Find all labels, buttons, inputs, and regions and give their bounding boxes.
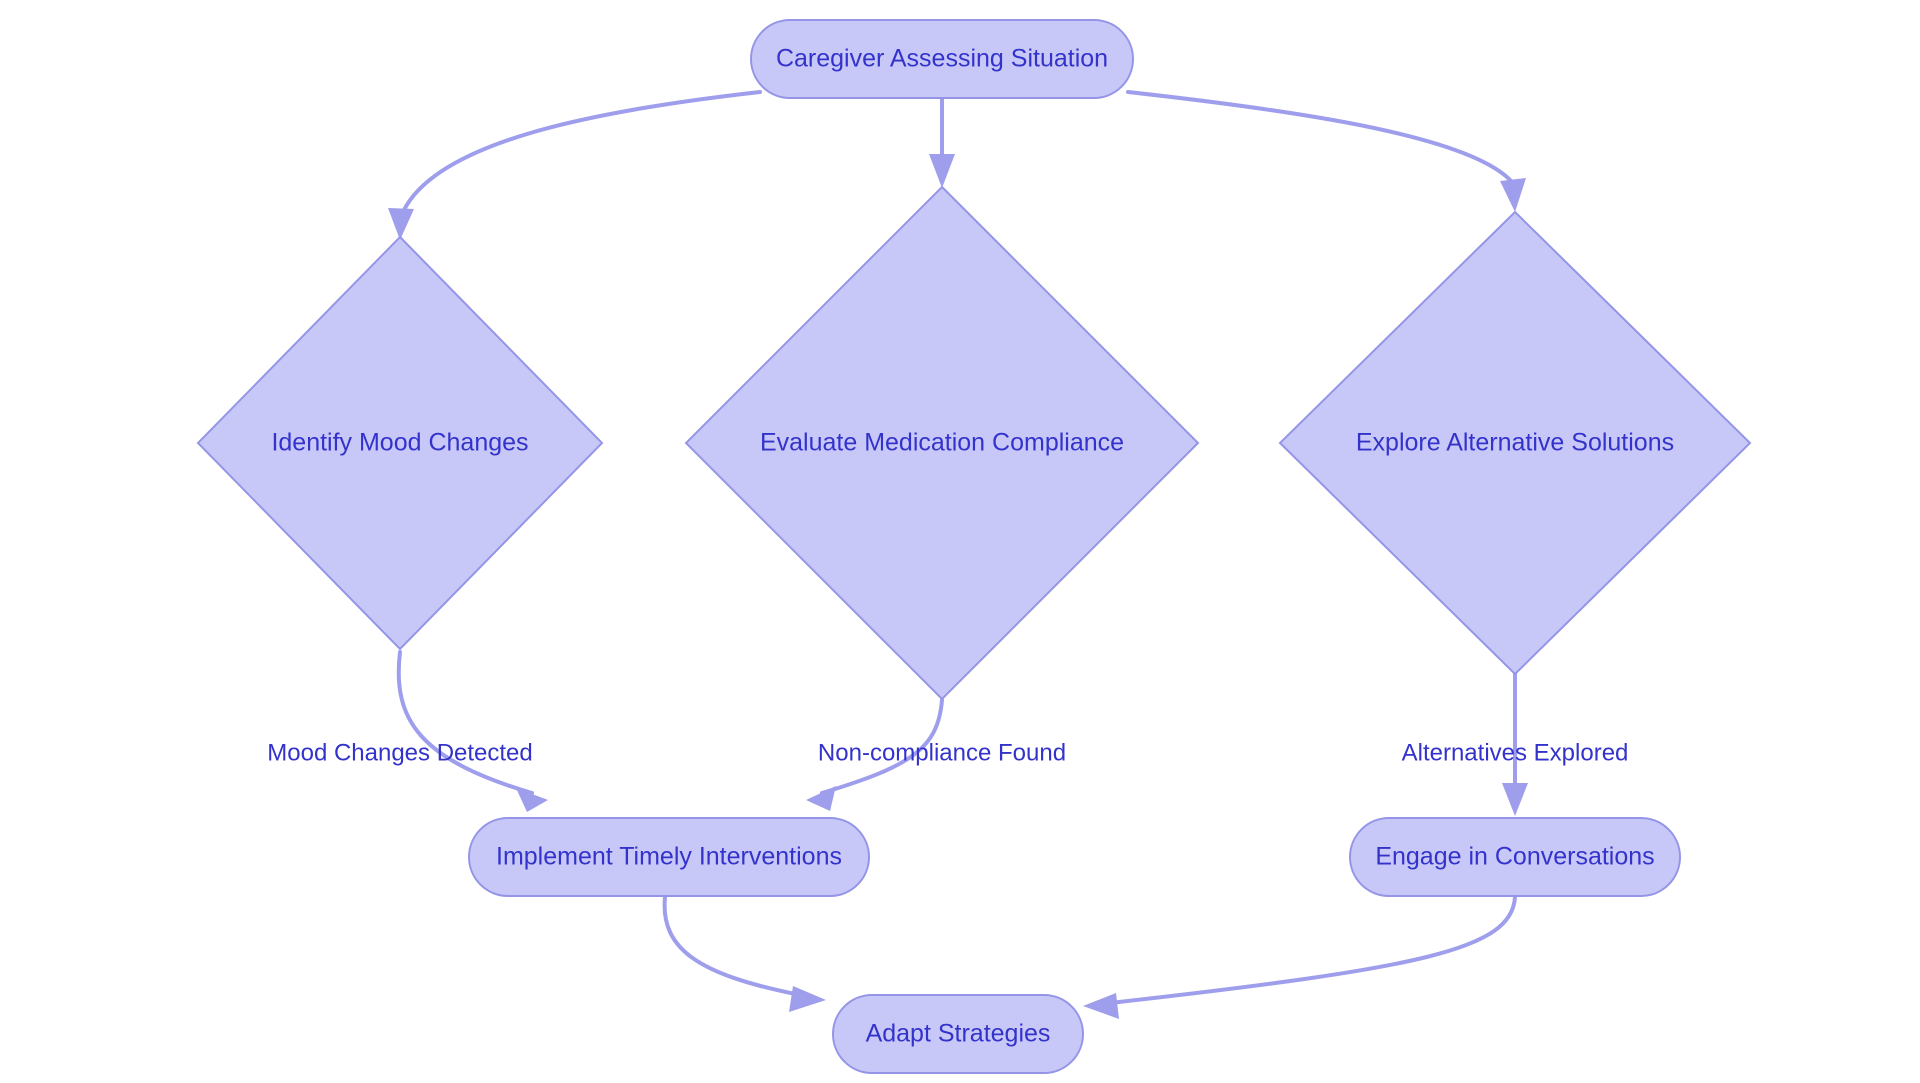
node-shape-diamond[interactable] xyxy=(684,185,1200,701)
edge-evaluate-to-implement xyxy=(806,698,944,811)
edge-caregiver-to-explore xyxy=(1126,90,1526,212)
arrowhead-icon xyxy=(516,788,548,812)
edge-implement-to-adapt xyxy=(662,895,826,1012)
node-engage-in-conversations[interactable]: Engage in Conversations xyxy=(1349,817,1681,897)
edge-path-engage-to-adapt xyxy=(1108,895,1517,1005)
node-shape-diamond[interactable] xyxy=(196,235,604,651)
edge-layer xyxy=(388,90,1528,1019)
node-shape-diamond[interactable] xyxy=(1278,210,1752,676)
node-shape-stadium[interactable] xyxy=(468,817,870,897)
arrowhead-icon xyxy=(1083,993,1119,1019)
arrowhead-icon xyxy=(1500,178,1526,212)
edge-engage-to-adapt xyxy=(1083,895,1517,1019)
arrowhead-icon xyxy=(806,786,836,811)
node-caregiver-assessing-situation[interactable]: Caregiver Assessing Situation xyxy=(750,19,1134,99)
node-shape-stadium[interactable] xyxy=(750,19,1134,99)
node-label-evaluate-medication-compliance: Evaluate Medication Compliance xyxy=(760,429,1124,457)
edge-label-mood-changes-detected: Mood Changes Detected xyxy=(267,739,533,766)
arrowhead-icon xyxy=(1502,783,1528,816)
arrowhead-icon xyxy=(789,986,826,1012)
edge-path-evaluate-to-implement xyxy=(820,698,944,795)
node-evaluate-medication-compliance[interactable]: Evaluate Medication Compliance xyxy=(684,185,1200,701)
edge-caregiver-to-identify xyxy=(388,90,762,240)
node-label-explore-alternative-solutions: Explore Alternative Solutions xyxy=(1356,429,1674,457)
edge-path-identify-to-implement xyxy=(396,650,534,795)
node-label-identify-mood-changes: Identify Mood Changes xyxy=(271,429,528,457)
node-label-engage-in-conversations: Engage in Conversations xyxy=(1375,843,1654,871)
edge-explore-to-engage xyxy=(1502,672,1528,816)
node-explore-alternative-solutions[interactable]: Explore Alternative Solutions xyxy=(1278,210,1752,676)
edge-label-non-compliance-found: Non-compliance Found xyxy=(818,739,1066,766)
node-label-caregiver-assessing-situation: Caregiver Assessing Situation xyxy=(776,45,1108,73)
node-adapt-strategies[interactable]: Adapt Strategies xyxy=(832,994,1084,1074)
node-label-adapt-strategies: Adapt Strategies xyxy=(866,1020,1051,1048)
edge-path-caregiver-to-identify xyxy=(402,90,762,212)
arrowhead-icon xyxy=(929,154,955,188)
edge-label-layer: Mood Changes Detected Non-compliance Fou… xyxy=(267,739,1628,766)
node-layer: Caregiver Assessing Situation Identify M… xyxy=(196,19,1752,1074)
node-identify-mood-changes[interactable]: Identify Mood Changes xyxy=(196,235,604,651)
edge-path-implement-to-adapt xyxy=(662,895,802,997)
node-implement-timely-interventions[interactable]: Implement Timely Interventions xyxy=(468,817,870,897)
edge-identify-to-implement xyxy=(396,650,548,812)
edge-path-caregiver-to-explore xyxy=(1126,90,1514,184)
node-label-implement-timely-interventions: Implement Timely Interventions xyxy=(496,843,842,871)
edge-label-alternatives-explored: Alternatives Explored xyxy=(1402,739,1629,766)
edge-caregiver-to-evaluate xyxy=(929,97,955,188)
arrowhead-icon xyxy=(388,208,414,240)
node-shape-stadium[interactable] xyxy=(832,994,1084,1074)
node-shape-stadium[interactable] xyxy=(1349,817,1681,897)
